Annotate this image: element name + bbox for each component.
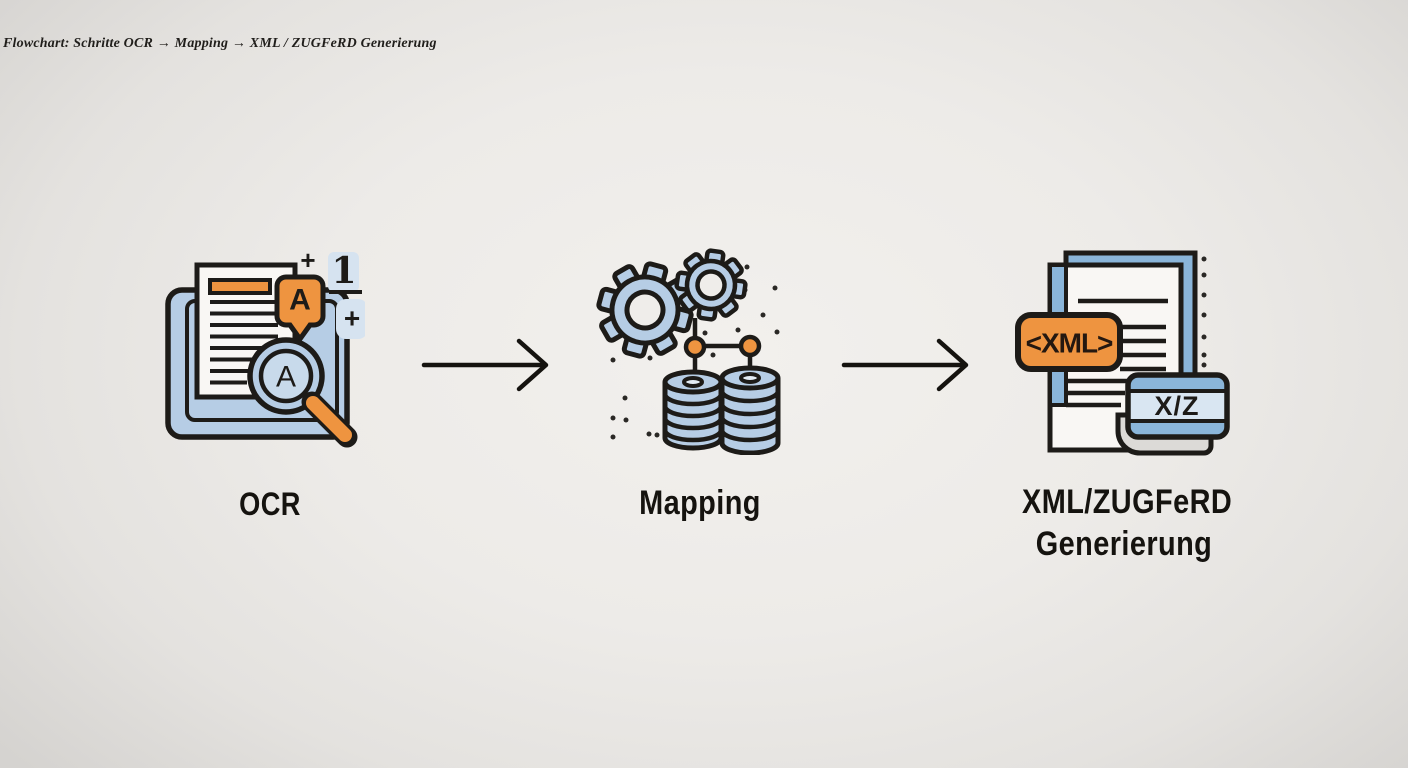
mapping-icon [596, 248, 781, 455]
dots-column [1201, 256, 1207, 368]
number-one-card: 1 [328, 250, 362, 294]
xml-badge: <XML> [1015, 312, 1123, 372]
connector-node-left [683, 335, 707, 359]
document-header-bar [208, 278, 272, 295]
xml-generation-icon: X/Z <XML> [1015, 250, 1230, 456]
arrow-right-icon [421, 338, 549, 392]
database-cylinder-left-icon [662, 369, 724, 451]
page-title: Flowchart: Schritte OCR → Mapping → XML … [3, 36, 437, 51]
step-label-xml-line1: XML/ZUGFeRD [1022, 483, 1233, 521]
magnifier-handle [306, 396, 352, 442]
xz-badge: X/Z [1125, 372, 1230, 440]
step-label-ocr: OCR [239, 486, 301, 522]
magnifier-icon: A [247, 337, 358, 448]
xml-badge-label: <XML> [1026, 328, 1113, 359]
ocr-icon: + 1 + A A [165, 245, 365, 448]
plus-glyph-bottom: + [344, 303, 360, 334]
xz-badge-label: X/Z [1154, 391, 1199, 421]
plus-card-bottom: + [336, 299, 365, 339]
plus-glyph-top: + [300, 245, 315, 275]
number-one-glyph: 1 [331, 250, 356, 292]
letter-speech-bubble: A [274, 274, 326, 344]
step-label-xml-generation: XML/ZUGFeRD Generierung [1022, 481, 1233, 565]
step-label-xml-line2: Generierung [1035, 525, 1213, 563]
step-label-mapping: Mapping [639, 484, 761, 522]
bubble-letter-glyph: A [289, 284, 311, 317]
sheet-text-lines [1066, 298, 1168, 408]
arrow-right-icon [841, 338, 969, 392]
scatter-dots [610, 264, 780, 440]
connector-node-right [738, 334, 762, 358]
gear-small-icon [674, 248, 748, 322]
database-cylinder-right-icon [719, 365, 781, 455]
gear-large-icon [596, 261, 694, 359]
magnifier-letter-glyph: A [276, 361, 296, 394]
